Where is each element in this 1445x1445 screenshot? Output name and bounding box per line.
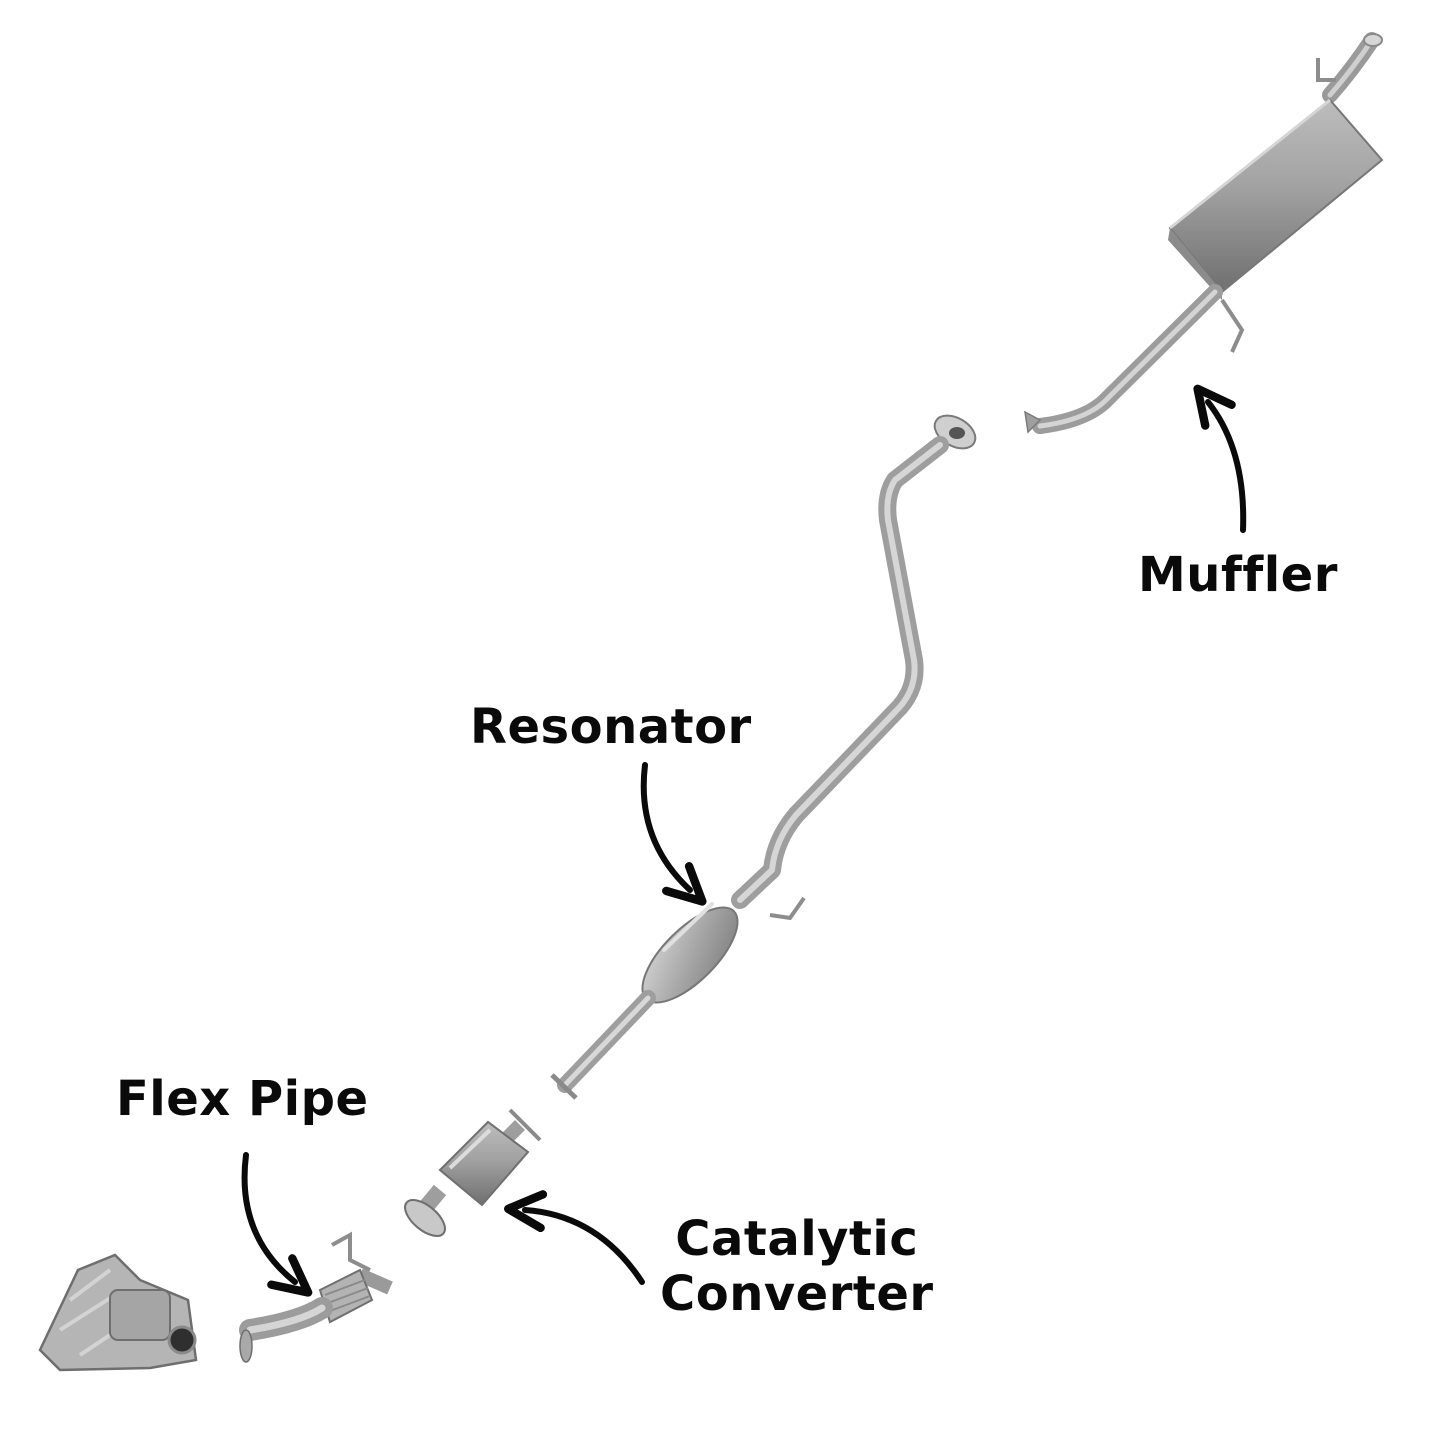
label-catalytic-line1: Catalytic — [675, 1211, 919, 1267]
arrow-to-muffler — [1193, 384, 1247, 533]
exhaust-manifold-part — [38, 1253, 198, 1372]
flex-pipe-part — [239, 1231, 393, 1363]
muffler-assembly — [1024, 32, 1384, 434]
label-catalytic-line2: Converter — [660, 1266, 934, 1323]
arrow-to-resonator — [640, 762, 707, 906]
label-resonator: Resonator — [470, 699, 752, 755]
arrow-to-catalytic-converter — [504, 1190, 645, 1285]
resonator-assembly — [550, 414, 977, 1100]
label-flex-pipe: Flex Pipe — [116, 1071, 369, 1127]
catalytic-converter-part — [404, 1108, 542, 1237]
label-muffler: Muffler — [1138, 547, 1338, 603]
arrow-to-flex-pipe — [241, 1152, 313, 1297]
label-catalytic-converter: Catalytic Converter — [660, 1211, 934, 1323]
